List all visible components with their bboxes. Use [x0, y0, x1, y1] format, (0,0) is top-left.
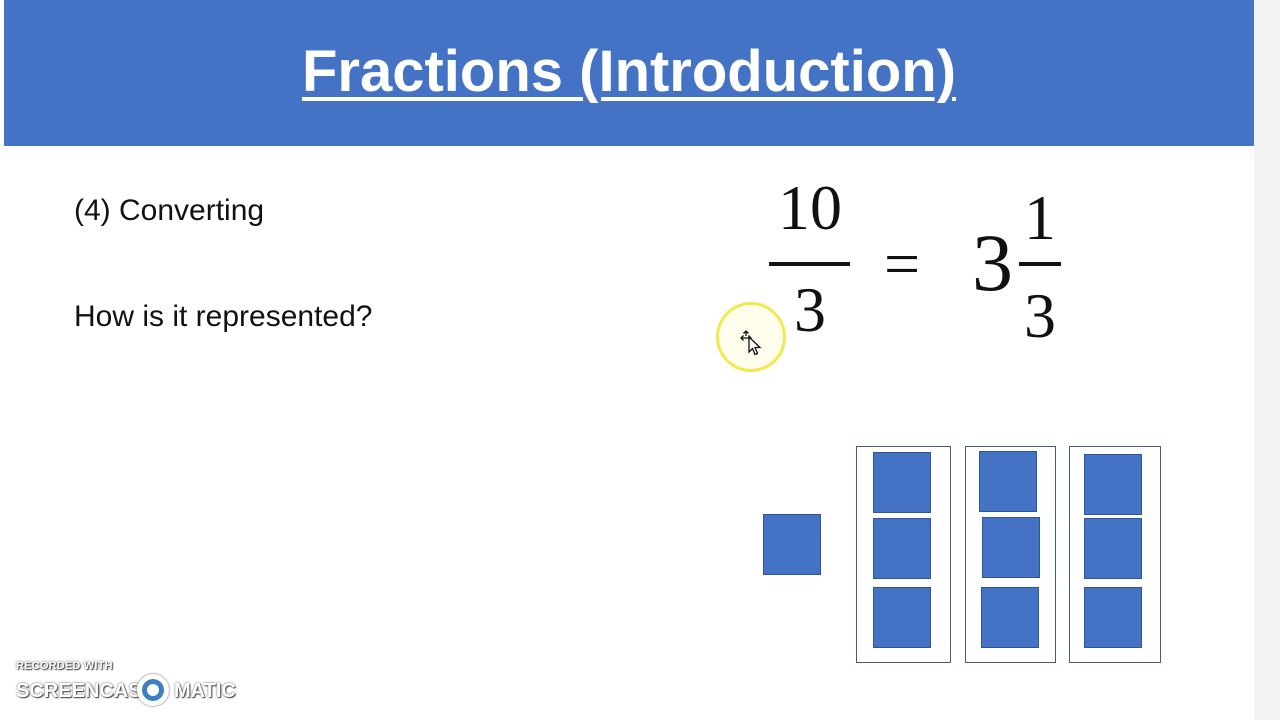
- watermark-left-word: SCREENCAST: [16, 680, 154, 702]
- column-1: [856, 446, 951, 663]
- column-square: [873, 518, 931, 579]
- watermark-right-word: MATIC: [174, 680, 236, 702]
- question-text: How is it represented?: [74, 300, 373, 333]
- move-cursor-icon: [740, 330, 762, 356]
- screencast-watermark: RECORDED WITH SCREENCAST MATIC: [16, 660, 246, 710]
- fraction-bar: [769, 262, 850, 266]
- column-square: [873, 587, 931, 648]
- section-heading: (4) Converting: [74, 194, 265, 227]
- left-edge: [0, 0, 4, 720]
- column-square: [981, 587, 1039, 648]
- watermark-top-line: RECORDED WITH: [16, 660, 113, 672]
- right-margin: [1254, 0, 1280, 720]
- slide-title: Fractions (Introduction): [301, 39, 957, 104]
- improper-numerator: 10: [778, 172, 842, 243]
- single-square: [763, 514, 821, 575]
- cursor-highlight: [716, 302, 786, 372]
- mixed-whole-number: 3: [972, 217, 1013, 308]
- title-banner: Fractions (Introduction): [4, 0, 1254, 146]
- screencast-o-matic-logo-icon: [137, 674, 169, 706]
- mixed-numerator: 1: [1024, 182, 1056, 253]
- column-2: [965, 446, 1056, 663]
- improper-denominator: 3: [794, 274, 826, 345]
- column-square: [979, 451, 1037, 512]
- column-3: [1069, 446, 1161, 663]
- column-square: [1084, 454, 1142, 515]
- column-square: [873, 452, 931, 513]
- mixed-denominator: 3: [1024, 280, 1056, 351]
- mixed-fraction-bar: [1019, 262, 1061, 266]
- equals-sign: =: [884, 228, 921, 299]
- column-square: [1084, 518, 1142, 579]
- column-square: [982, 517, 1040, 578]
- column-square: [1084, 587, 1142, 648]
